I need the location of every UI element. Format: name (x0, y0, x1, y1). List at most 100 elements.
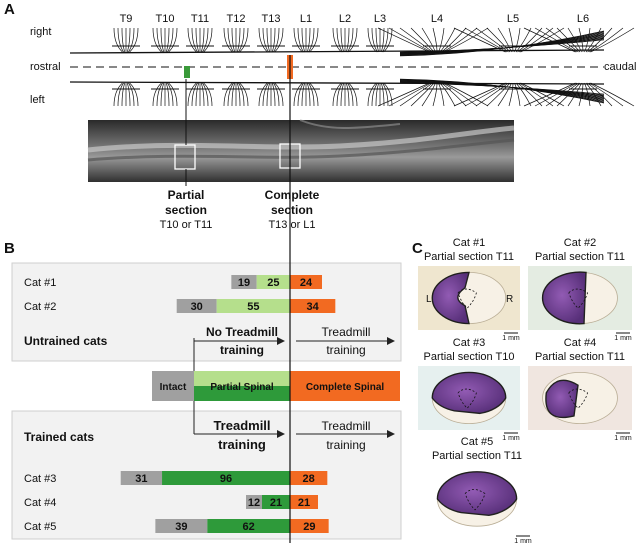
complete-bar-value: 34 (307, 301, 320, 313)
section-cat-label: Cat #5 (461, 436, 493, 448)
segment-label-l1: L1 (300, 13, 312, 25)
complete-bar-value: 29 (303, 521, 315, 533)
segment-label-l2: L2 (339, 13, 351, 25)
treadmill-trained-label-2: training (218, 437, 266, 452)
side-r-label: R (506, 294, 513, 305)
segment-label-l5: L5 (507, 13, 519, 25)
partial-bar-value: 62 (243, 521, 255, 533)
intact-bar (120, 471, 163, 485)
intact-bar-value: 39 (175, 521, 187, 533)
cat-label: Cat #1 (24, 277, 56, 289)
rostral-label: rostral (30, 61, 61, 73)
phase-complete-label: Complete Spinal (306, 382, 385, 393)
section-cat-label: Cat #3 (453, 337, 485, 349)
scale-bar-label: 1 mm (614, 435, 632, 442)
section-level-label: Partial section T11 (535, 351, 625, 363)
intact-bar (246, 495, 263, 509)
section-cat-label: Cat #2 (564, 237, 596, 249)
intact-bar (176, 299, 217, 313)
section-level-label: Partial section T11 (432, 450, 522, 462)
complete-section-label-1: Complete (265, 188, 320, 202)
partial-bar (207, 519, 290, 533)
side-l-label: L (426, 294, 432, 305)
complete-section-label-2: section (271, 203, 313, 217)
intact-bar (155, 519, 208, 533)
treadmill-after-trained-label-1: Treadmill (322, 419, 371, 433)
histology-sections: Cat #1 Partial section T11 1 mm L R Cat #2 Par… (418, 237, 632, 543)
intact-bar-value: 19 (238, 277, 250, 289)
complete-bar-value: 21 (298, 497, 310, 509)
partial-bar-value: 21 (270, 497, 282, 509)
segment-label-t12: T12 (227, 13, 246, 25)
complete-bar-value: 24 (300, 277, 313, 289)
partial-section-levels: T10 or T11 (160, 219, 213, 231)
partial-bar (262, 495, 290, 509)
treadmill-trained-label-1: Treadmill (213, 418, 270, 433)
complete-section-levels: T13 or L1 (268, 219, 315, 231)
section-level-label: Partial section T10 (424, 351, 515, 363)
trained-arrows (193, 401, 395, 438)
partial-section-box (174, 144, 196, 170)
side-left-label: left (30, 94, 45, 106)
trained-title: Trained cats (24, 430, 94, 444)
intact-bar-value: 12 (248, 497, 260, 509)
no-treadmill-label-1: No Treadmill (206, 325, 278, 339)
cat-label: Cat #4 (24, 497, 56, 509)
segment-label-l4: L4 (431, 13, 443, 25)
segment-label-l6: L6 (577, 13, 589, 25)
mri-image (87, 119, 515, 182)
treadmill-after-label-1: Treadmill (322, 325, 371, 339)
partial-lesion-mark (184, 66, 190, 78)
intact-bar (231, 275, 257, 289)
intact-bar-value: 31 (135, 473, 147, 485)
phase-intact-label: Intact (160, 382, 187, 393)
section-level-label: Partial section T11 (424, 251, 514, 263)
spinal-cord-schematic (69, 27, 635, 107)
partial-bar-value: 55 (247, 301, 259, 313)
partial-bar-value: 25 (267, 277, 279, 289)
panel-label-b: B (4, 240, 15, 257)
untrained-arrows (193, 337, 395, 371)
intact-bar-value: 30 (191, 301, 203, 313)
untrained-title: Untrained cats (24, 334, 108, 348)
treadmill-after-trained-label-2: training (326, 438, 365, 452)
segment-labels: T9 T10 T11 T12 T13 L1 L2 L3 L4 L5 L6 (120, 13, 590, 25)
section-cat-label: Cat #4 (564, 337, 596, 349)
scale-bar-label: 1 mm (614, 335, 632, 342)
complete-bar (290, 299, 336, 313)
panel-label-a: A (4, 1, 15, 18)
side-right-label: right (30, 26, 51, 38)
complete-bar-value: 28 (303, 473, 315, 485)
complete-bar (290, 471, 328, 485)
cat-label: Cat #5 (24, 521, 56, 533)
scale-bar-label: 1 mm (514, 538, 532, 543)
caudal-label: caudal (604, 61, 636, 73)
cat-label: Cat #2 (24, 301, 56, 313)
panel-label-c: C (412, 240, 423, 257)
cat-label: Cat #3 (24, 473, 56, 485)
segment-label-l3: L3 (374, 13, 386, 25)
treadmill-after-label-2: training (326, 343, 365, 357)
partial-bar (256, 275, 290, 289)
partial-bar (162, 471, 290, 485)
phase-bar: Intact Partial Spinal Complete Spinal (152, 371, 400, 401)
no-treadmill-label-2: training (220, 343, 264, 357)
segment-label-t9: T9 (120, 13, 133, 25)
segment-label-t13: T13 (262, 13, 281, 25)
complete-bar (290, 495, 318, 509)
partial-bar (216, 299, 290, 313)
segment-label-t11: T11 (191, 13, 209, 25)
partial-section-label-2: section (165, 203, 207, 217)
section-level-label: Partial section T11 (535, 251, 625, 263)
section-cat-label: Cat #1 (453, 237, 485, 249)
complete-bar (290, 275, 322, 289)
scale-bar-label: 1 mm (502, 335, 520, 342)
partial-section-label-1: Partial (168, 188, 205, 202)
complete-bar (290, 519, 329, 533)
segment-label-t10: T10 (156, 13, 175, 25)
scale-bar-label: 1 mm (502, 435, 520, 442)
partial-bar-value: 96 (220, 473, 232, 485)
phase-partial-label: Partial Spinal (210, 382, 274, 393)
